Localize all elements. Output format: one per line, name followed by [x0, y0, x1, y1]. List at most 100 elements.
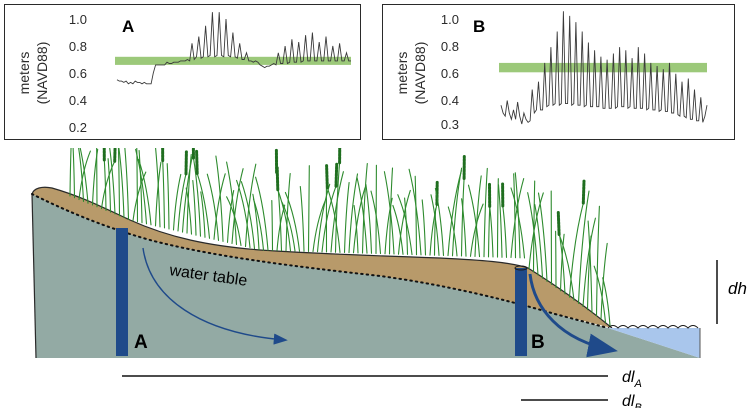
grass-blade [206, 173, 220, 241]
flow-arrow-b [528, 273, 618, 358]
y-tick-b-0-8: 0.8 [441, 39, 459, 54]
grass-blade [532, 180, 536, 273]
dl-a-main: dl [622, 369, 635, 386]
grass-blade [370, 190, 382, 255]
grass-blade [361, 162, 368, 254]
grass-blade [321, 185, 337, 253]
hydrograph-a-chart: meters (NAVD88) 1.0 0.8 0.6 0.4 0.2 A [16, 12, 351, 135]
y-tick-a-0-4: 0.4 [69, 93, 87, 108]
grass-seed-head [113, 148, 117, 163]
grass-blade [252, 193, 260, 251]
hydrograph-b-chart: meters (NAVD88) 1.0 0.8 0.6 0.4 0.3 B [394, 11, 708, 132]
grass-blade [100, 160, 116, 210]
grass-blade [397, 189, 411, 255]
grass-blade [299, 185, 305, 252]
grass-blade [528, 192, 544, 270]
well-b [515, 268, 527, 356]
y-tick-b-1-0: 1.0 [441, 12, 459, 27]
grass-blade [72, 148, 76, 199]
grass-blade [451, 167, 463, 257]
grass-blade [124, 148, 130, 220]
dl-b-main: dl [622, 393, 635, 408]
grass-seed-head [275, 166, 280, 192]
grass-blade [78, 150, 91, 201]
grass-blade [138, 159, 152, 226]
grass-blade [307, 165, 310, 253]
grass-blade [79, 148, 89, 204]
section-left-edge [31, 193, 37, 359]
grass-blade [284, 191, 301, 252]
grass-blade [162, 160, 166, 229]
grass-blade [602, 277, 611, 326]
water-level-series-b [500, 11, 708, 125]
grass-blade [192, 179, 197, 236]
grass-blade [383, 171, 395, 255]
unsaturated-soil-layer [32, 187, 612, 328]
grass-blade [244, 163, 257, 248]
grass-blade [236, 179, 251, 249]
grass-blade [334, 162, 341, 253]
open-water-body [608, 328, 700, 358]
grass-blade [430, 194, 440, 256]
grass-blade [392, 204, 404, 255]
grass-blade [155, 148, 161, 228]
y-tick-b-0-4: 0.4 [441, 93, 459, 108]
grass-blade [352, 187, 366, 254]
well-a-label: A [134, 332, 148, 353]
flow-arrow-a [142, 247, 288, 345]
grass-blade [527, 192, 539, 276]
ylabel-a-line2: (NAVD88) [34, 42, 50, 105]
grass-blade [326, 187, 341, 253]
ylabel-b-line2: (NAVD88) [412, 42, 428, 105]
grass-blade [467, 184, 481, 258]
grass-blade [255, 176, 269, 251]
grass-blade [414, 175, 418, 256]
well-b-label: B [531, 332, 545, 353]
grass-blade [356, 177, 368, 254]
grass-blade [103, 159, 107, 211]
marsh-cross-section: water table A B dh dlA dlB [31, 148, 747, 408]
grass-blade [568, 202, 584, 298]
grass-blade [109, 148, 116, 215]
grass-blade [231, 168, 244, 245]
grass-blade [215, 155, 224, 242]
water-table-line [31, 193, 609, 329]
groundwater-zone [32, 194, 700, 358]
grass-blade [510, 178, 525, 259]
dl-b-subscript: B [634, 402, 641, 408]
ylabel-b-line1: meters [394, 52, 410, 95]
y-tick-a-0-6: 0.6 [69, 66, 87, 81]
panel-a-label: A [122, 17, 134, 36]
ylabel-a-line1: meters [16, 52, 32, 95]
grass-blade [166, 163, 170, 230]
grass-blade [226, 196, 242, 247]
grass-blade [600, 242, 608, 320]
grass-blade [138, 150, 143, 224]
grass-blade [192, 157, 202, 237]
grass-blade [469, 203, 484, 257]
y-tick-a-0-8: 0.8 [69, 39, 87, 54]
grass-blade [582, 217, 596, 308]
panel-b-label: B [473, 17, 485, 36]
grass-blade [277, 189, 292, 252]
target-elevation-band-b [499, 62, 707, 73]
ground-surface-line [31, 186, 613, 329]
water-level-series-a [116, 12, 351, 85]
grass-blade [200, 191, 206, 238]
grass-blade [117, 148, 121, 217]
well-a [116, 228, 128, 356]
grass-blade [353, 205, 359, 254]
grass-blade [136, 148, 139, 223]
grass-blade [433, 208, 437, 256]
grass-blade [447, 206, 458, 257]
grass-blade [474, 175, 482, 258]
grass-blade [534, 203, 544, 279]
grass-blade [118, 148, 125, 219]
grass-blade [132, 171, 147, 222]
grass-blade [281, 201, 296, 252]
grass-blade [252, 198, 265, 251]
grass-blade [577, 190, 590, 304]
grass-blade [343, 182, 350, 254]
y-tick-b-0-6: 0.6 [441, 66, 459, 81]
dl-b-label: dlB [622, 393, 642, 408]
